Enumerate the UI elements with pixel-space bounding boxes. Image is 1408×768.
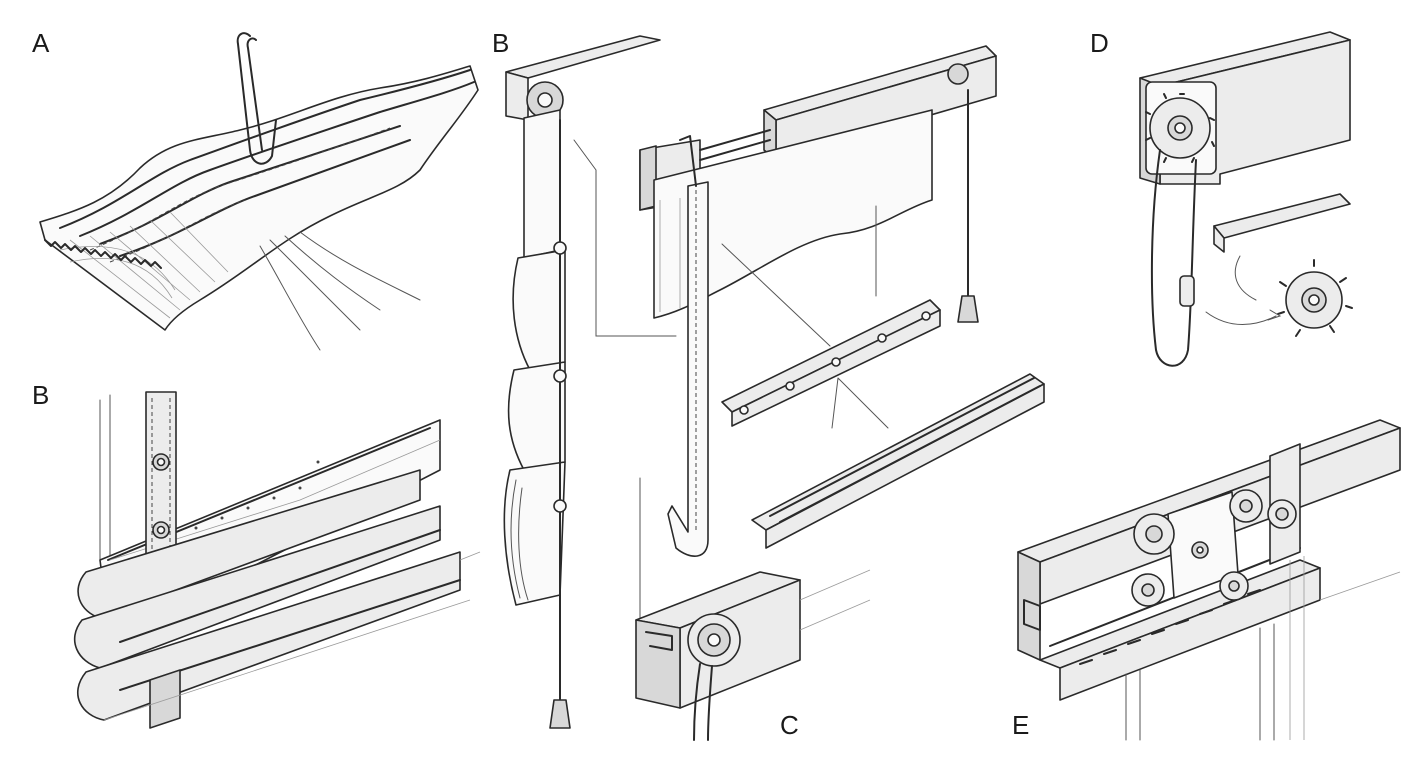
panel-label-b-bottom: B (32, 380, 50, 410)
panel-e-track-carriage (1017, 419, 1401, 741)
panel-label-c: C (780, 710, 799, 740)
panel-label-a: A (32, 28, 50, 58)
panel-b-exploded-hardware (639, 45, 1045, 557)
panel-label-b-top: B (492, 28, 510, 58)
panel-d-gear-chain (1139, 31, 1353, 367)
panel-b-folded-shade (73, 391, 481, 729)
panel-label-d: D (1090, 28, 1109, 58)
panel-a-fabric-hook (39, 32, 479, 351)
panel-b-roman-shade-assembly (503, 35, 677, 729)
panel-c-motor-housing (635, 569, 871, 741)
panel-label-e: E (1012, 710, 1030, 740)
